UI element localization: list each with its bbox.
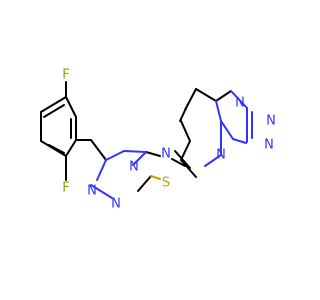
bond xyxy=(215,90,232,102)
triazole-nitrogen-atom-2: N xyxy=(111,197,121,212)
bond xyxy=(195,88,217,102)
tetrazole-nitrogen-atom-1: N xyxy=(235,96,245,111)
bond xyxy=(180,159,197,178)
pyridine-nitrogen-atom: N xyxy=(216,148,226,163)
bond xyxy=(180,140,191,161)
bond xyxy=(105,150,125,161)
bond xyxy=(40,96,67,113)
bond xyxy=(43,104,65,118)
triazole-nitrogen-atom-1: N xyxy=(87,184,97,199)
bonds xyxy=(40,81,253,199)
bond xyxy=(90,139,107,161)
bridge-nitrogen-atom: N xyxy=(129,160,139,175)
bond xyxy=(145,151,161,157)
bond xyxy=(137,175,152,192)
atom-labels: F F S N N N N N N N N xyxy=(62,68,276,212)
bond xyxy=(65,96,77,118)
bond xyxy=(96,159,107,181)
thiadiazole-nitrogen-atom: N xyxy=(161,147,171,162)
bond xyxy=(204,154,222,167)
tetrazole-nitrogen-atom-3: N xyxy=(264,138,274,153)
bond xyxy=(132,151,147,166)
bond xyxy=(123,150,147,153)
bond xyxy=(184,88,197,111)
fluorine-atom-top: F xyxy=(62,68,69,83)
fluorine-atom-bottom: F xyxy=(62,181,69,196)
bond xyxy=(174,150,191,169)
bond xyxy=(180,120,191,142)
bond xyxy=(230,90,248,109)
bond xyxy=(232,138,247,144)
bond xyxy=(150,175,161,180)
canvas-background xyxy=(0,0,300,300)
molecule-structure: F F S N N N N N N N N xyxy=(0,0,300,300)
bond xyxy=(220,120,234,140)
bond xyxy=(48,144,65,154)
bond xyxy=(215,100,222,122)
sulfur-atom: S xyxy=(162,176,170,191)
bond xyxy=(65,139,77,157)
tetrazole-nitrogen-atom-2: N xyxy=(266,114,276,129)
bond xyxy=(171,158,186,167)
bond xyxy=(90,184,113,199)
